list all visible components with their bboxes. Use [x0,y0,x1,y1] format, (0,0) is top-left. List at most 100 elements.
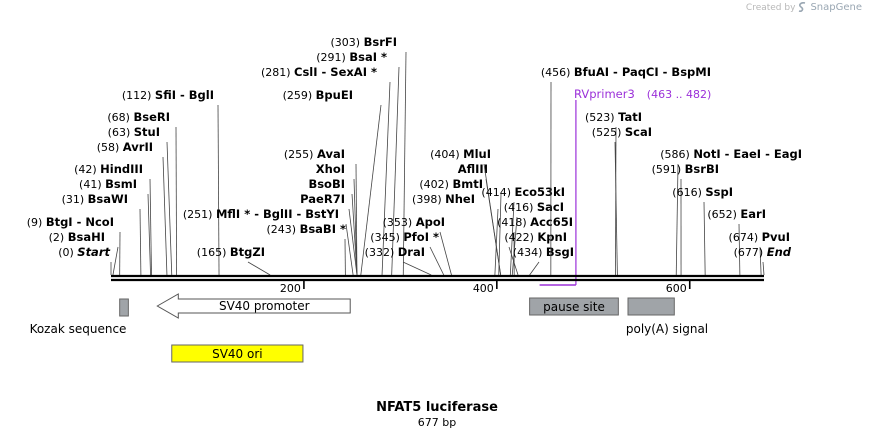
site-name: StuI [134,125,160,139]
site-position: (416) [504,201,537,214]
site-bsahi: (2) BsaHI [49,230,119,276]
plasmid-name: NFAT5 luciferase [376,400,498,415]
site-mfli: (251) MflI * - BglII - BstYI [183,207,354,276]
site-hindiii: (42) HindIII [74,162,152,276]
site-name: BsaBI * [300,222,346,236]
site-name: BsmI [105,177,137,191]
site-name: TatI [618,110,642,124]
site-label: (652) EarI [707,207,766,221]
site-label: (112) SfiI - BglI [122,88,214,102]
site-name: Start [77,245,110,259]
site-label: (398) NheI [412,192,475,206]
site-name: PaeR7I [300,192,345,206]
site-position: (291) [316,51,349,64]
primer-rvprimer3: RVprimer3(463 .. 482) [539,87,711,286]
site-bsrbi: (591) BsrBI [652,162,719,276]
site-label: (402) BmtI [419,177,483,191]
site-label: (525) ScaI [592,125,652,139]
site-eari: (652) EarI [707,207,766,276]
site-position: (674) [729,231,762,244]
site-position: (402) [419,178,452,191]
site-label: (165) BtgZI [197,245,265,259]
site-label: (332) DraI [365,245,425,259]
feature-pause-site: pause site [529,297,619,316]
site-end: (677) End [734,245,792,276]
site-bpuei: (259) BpuEI [283,88,382,276]
site-position: (456) [541,66,574,79]
site-label: (422) KpnI [504,230,567,244]
site-name: BsgI [546,245,574,259]
site-name: BsoBI [308,177,345,191]
site-position: (677) [734,246,767,259]
site-leader-line [738,223,741,276]
site-name: BpuEI [316,88,353,102]
site-position: (586) [660,148,693,161]
site-name: Eco53kI [514,185,565,199]
site-label: (303) BsrFI [331,35,398,49]
site-label: (251) MflI * - BglII - BstYI [183,207,339,221]
site-label: (674) PvuI [729,230,790,244]
site-position: (652) [707,208,740,221]
site-label: (255) AvaI [284,147,345,161]
site-label: (414) Eco53kI [481,185,565,199]
site-leader-line [360,104,382,276]
site-leader-line [348,208,358,276]
site-name: BfuAI - PaqCI - BspMI [574,65,711,79]
site-leader-line [402,51,407,276]
restriction-sites: (0) Start(2) BsaHI(9) BtgI - NcoI(31) Bs… [27,35,802,276]
site-position: (591) [652,163,685,176]
site-label: (68) BseRI [107,110,170,124]
site-name: HindIII [100,162,143,176]
site-name: BtgI - NcoI [46,215,114,229]
site-position: (332) [365,246,398,259]
site-leader-line [147,193,151,276]
site-label: (616) SspI [672,185,733,199]
site-avrii: (58) AvrII [97,140,168,276]
site-position: (303) [331,36,364,49]
site-position: (398) [412,193,445,206]
site-position: (404) [430,148,463,161]
site-drai: (332) DraI [365,245,432,276]
site-leader-line [703,201,706,276]
site-position: (525) [592,126,625,139]
site-leader-line [247,261,271,276]
site-bsrfi: (303) BsrFI [331,35,407,276]
site-start: (0) Start [58,245,112,275]
site-label: (2) BsaHI [49,230,105,244]
plasmid-title-block: NFAT5 luciferase 677 bp [0,399,874,429]
site-noti: (586) NotI - EaeI - EagI [660,147,802,276]
site-btgzi: (165) BtgZI [197,245,271,276]
site-acc65i: (418) Acc65I [497,215,573,276]
site-position: (0) [58,246,77,259]
site-position: (418) [497,216,530,229]
feature-sv40-ori: SV40 ori [171,344,304,363]
site-label: BsoBI [308,177,345,191]
site-name: BmtI [452,177,483,191]
site-leader-line [439,231,452,276]
site-eco53ki: (414) Eco53kI [481,185,565,276]
site-pfoi: (345) PfoI * [370,230,445,276]
site-leader-line [402,261,432,276]
site-leader-line [355,163,358,276]
feature-label: poly(A) signal [626,322,708,336]
feature-poly-a-signal: poly(A) signal [626,297,708,336]
site-leader-line [529,261,540,276]
site-label: (63) StuI [108,125,160,139]
site-label: XhoI [316,162,345,176]
site-leader-line [391,66,400,276]
site-scai: (525) ScaI [592,125,652,276]
feature-label: Kozak sequence [30,322,127,336]
site-position: (353) [383,216,416,229]
site-leader-line [511,216,518,276]
site-position: (259) [283,89,316,102]
site-label: (353) ApoI [383,215,445,229]
site-label: (591) BsrBI [652,162,719,176]
site-name: SfiI - BglI [155,88,214,102]
site-name: SacI [537,200,564,214]
site-name: MflI * - BglII - BstYI [216,207,339,221]
ruler-tick-label: 200 [280,282,301,295]
credit-brand: SnapGene [810,2,862,13]
site-bsgi: (434) BsgI [513,245,574,276]
site-sspi: (616) SspI [672,185,733,276]
site-label: (41) BsmI [79,177,137,191]
